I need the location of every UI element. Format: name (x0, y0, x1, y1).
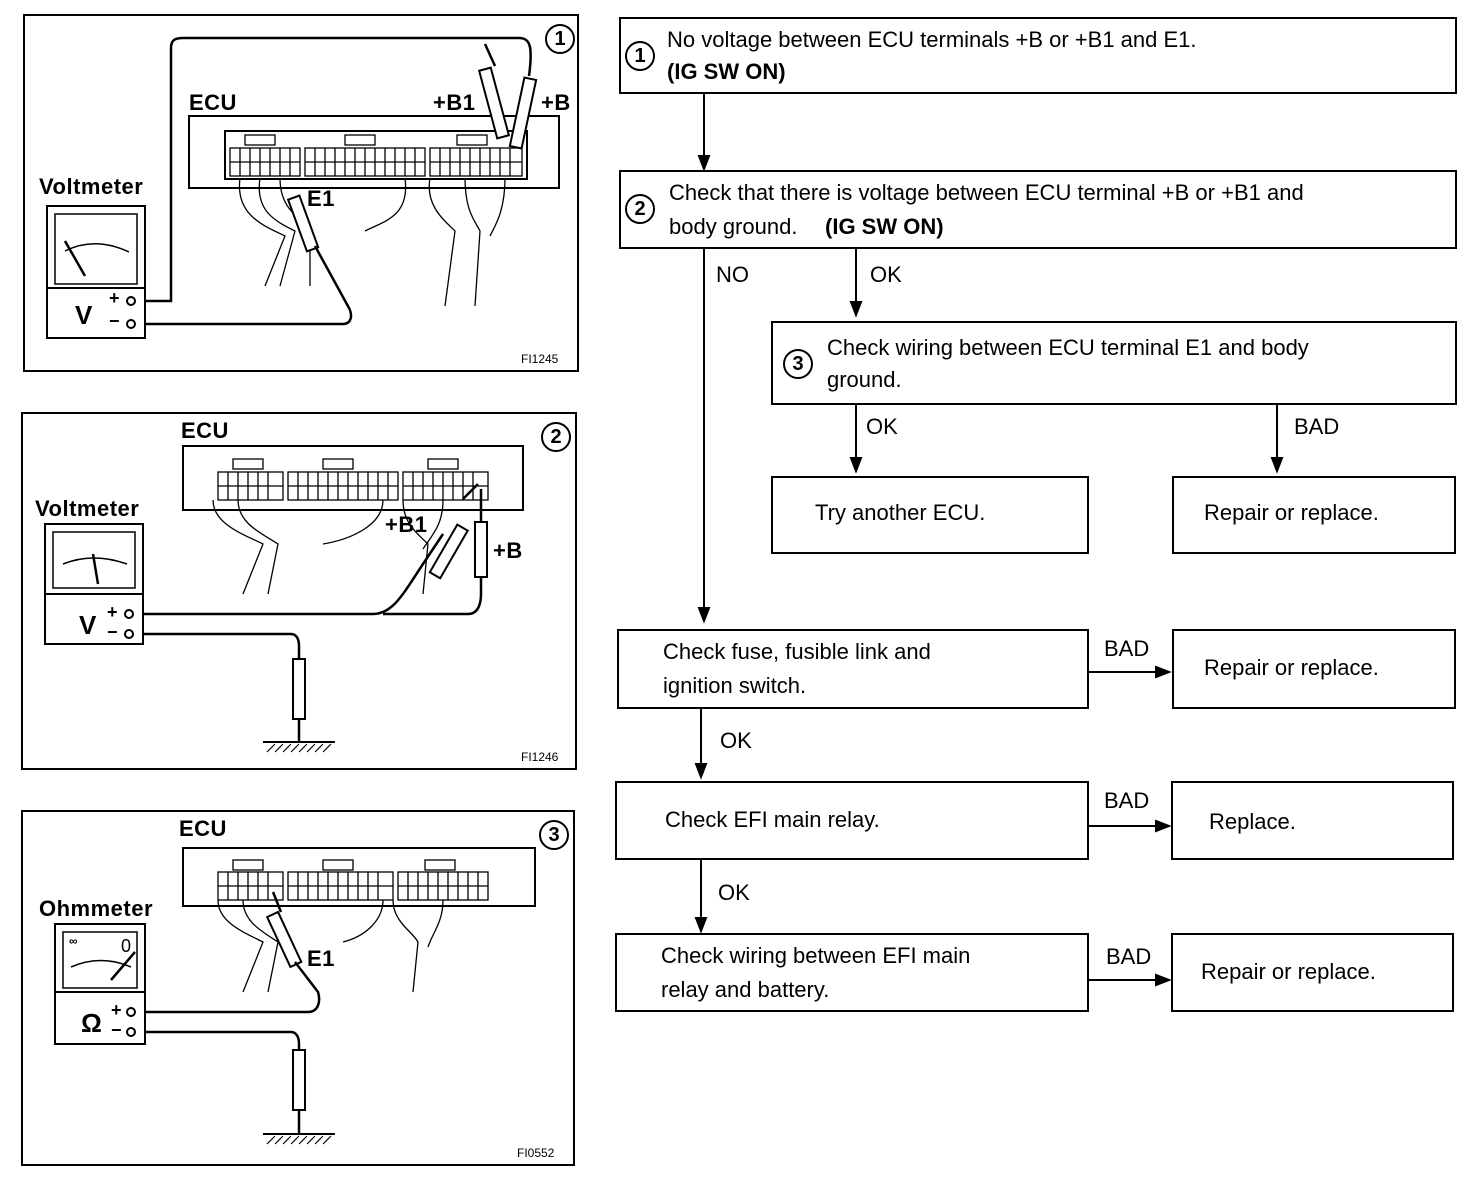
terminal-minus: − (107, 622, 119, 642)
step-number: 2 (625, 194, 655, 224)
step-2-box: 2 Check that there is voltage between EC… (619, 170, 1457, 249)
repair-text-1: Repair or replace. (1204, 500, 1379, 525)
terminal-minus: − (109, 311, 121, 331)
step-2-text-line2: body ground. (669, 214, 798, 239)
probe-label-b: +B (541, 90, 571, 115)
terminal-minus: − (111, 1020, 123, 1040)
ecu-label: ECU (179, 816, 227, 841)
panel-number: 3 (539, 820, 569, 850)
check-relay-text: Check EFI main relay. (665, 807, 880, 832)
figure-code: FI1246 (521, 750, 559, 764)
step-1-text: No voltage between ECU terminals +B or +… (667, 27, 1197, 52)
check-fuse-line1: Check fuse, fusible link and (663, 639, 931, 664)
step-3-text-line2: ground. (827, 367, 902, 392)
step-1-box: 1 No voltage between ECU terminals +B or… (619, 17, 1457, 94)
check-relay-box: Check EFI main relay. (615, 781, 1089, 860)
replace-text: Replace. (1209, 809, 1296, 834)
branch-label-bad: BAD (1294, 414, 1340, 439)
step-number: 1 (625, 41, 655, 71)
meter-symbol: V (75, 300, 93, 330)
panel-3-drawing (54, 847, 536, 1145)
diagram-panel-2: 2 ECU +B1 +B Voltmeter V + − FI1246 (21, 412, 577, 770)
branch-label-ok: OK (866, 414, 898, 439)
diagram-panel-1: 1 ECU +B1 +B E1 Voltmeter V + − FI1245 (23, 14, 579, 372)
repair-text-2: Repair or replace. (1204, 655, 1379, 680)
branch-label-ok: OK (720, 728, 752, 753)
scale-zero: 0 (121, 936, 132, 956)
check-wiring-box: Check wiring between EFI main relay and … (615, 933, 1089, 1012)
probe-label-e1: E1 (307, 946, 335, 971)
probe-label-b1: +B1 (385, 512, 428, 537)
meter-label: Ohmmeter (39, 896, 154, 921)
try-another-ecu-box: Try another ECU. (771, 476, 1089, 554)
terminal-plus: + (109, 288, 121, 308)
branch-label-bad: BAD (1104, 788, 1150, 813)
ecu-label: ECU (189, 90, 237, 115)
terminal-plus: + (111, 1000, 123, 1020)
branch-label-no: NO (716, 262, 749, 287)
terminal-plus: + (107, 602, 119, 622)
repair-box-1: Repair or replace. (1172, 476, 1456, 554)
meter-label: Voltmeter (35, 496, 140, 521)
scale-infinity: ∞ (69, 934, 79, 948)
panel-number: 2 (541, 422, 571, 452)
replace-box: Replace. (1171, 781, 1454, 860)
figure-code: FI1245 (521, 352, 559, 366)
repair-box-3: Repair or replace. (1171, 933, 1454, 1012)
panel-number: 1 (545, 24, 575, 54)
meter-symbol: V (79, 610, 97, 640)
step-2-text-line1: Check that there is voltage between ECU … (669, 180, 1304, 205)
diagram-panel-3: 3 ECU E1 Ohmmeter ∞ 0 Ω + − FI0552 (21, 810, 575, 1166)
step-3-box: 3 Check wiring between ECU terminal E1 a… (771, 321, 1457, 405)
ecu-label: ECU (181, 418, 229, 443)
meter-symbol: Ω (81, 1008, 103, 1038)
branch-label-ok: OK (870, 262, 902, 287)
probe-label-b1: +B1 (433, 90, 476, 115)
panel-1-drawing (46, 36, 560, 339)
check-fuse-line2: ignition switch. (663, 673, 807, 698)
step-number: 3 (783, 349, 813, 379)
repair-box-2: Repair or replace. (1172, 629, 1456, 709)
try-another-ecu-text: Try another ECU. (815, 500, 986, 525)
branch-label-ok: OK (718, 880, 750, 905)
check-fuse-box: Check fuse, fusible link and ignition sw… (617, 629, 1089, 709)
step-2-condition: (IG SW ON) (825, 214, 944, 239)
check-wiring-line1: Check wiring between EFI main (661, 943, 971, 968)
branch-label-bad: BAD (1104, 636, 1150, 661)
meter-label: Voltmeter (39, 174, 144, 199)
step-3-text-line1: Check wiring between ECU terminal E1 and… (827, 335, 1309, 360)
probe-label-e1: E1 (307, 186, 335, 211)
step-1-condition: (IG SW ON) (667, 59, 786, 84)
check-wiring-line2: relay and battery. (661, 977, 830, 1002)
figure-code: FI0552 (517, 1146, 555, 1160)
repair-text-3: Repair or replace. (1201, 959, 1376, 984)
branch-label-bad: BAD (1106, 944, 1152, 969)
panel-2-drawing (44, 445, 524, 753)
probe-label-b: +B (493, 538, 523, 563)
